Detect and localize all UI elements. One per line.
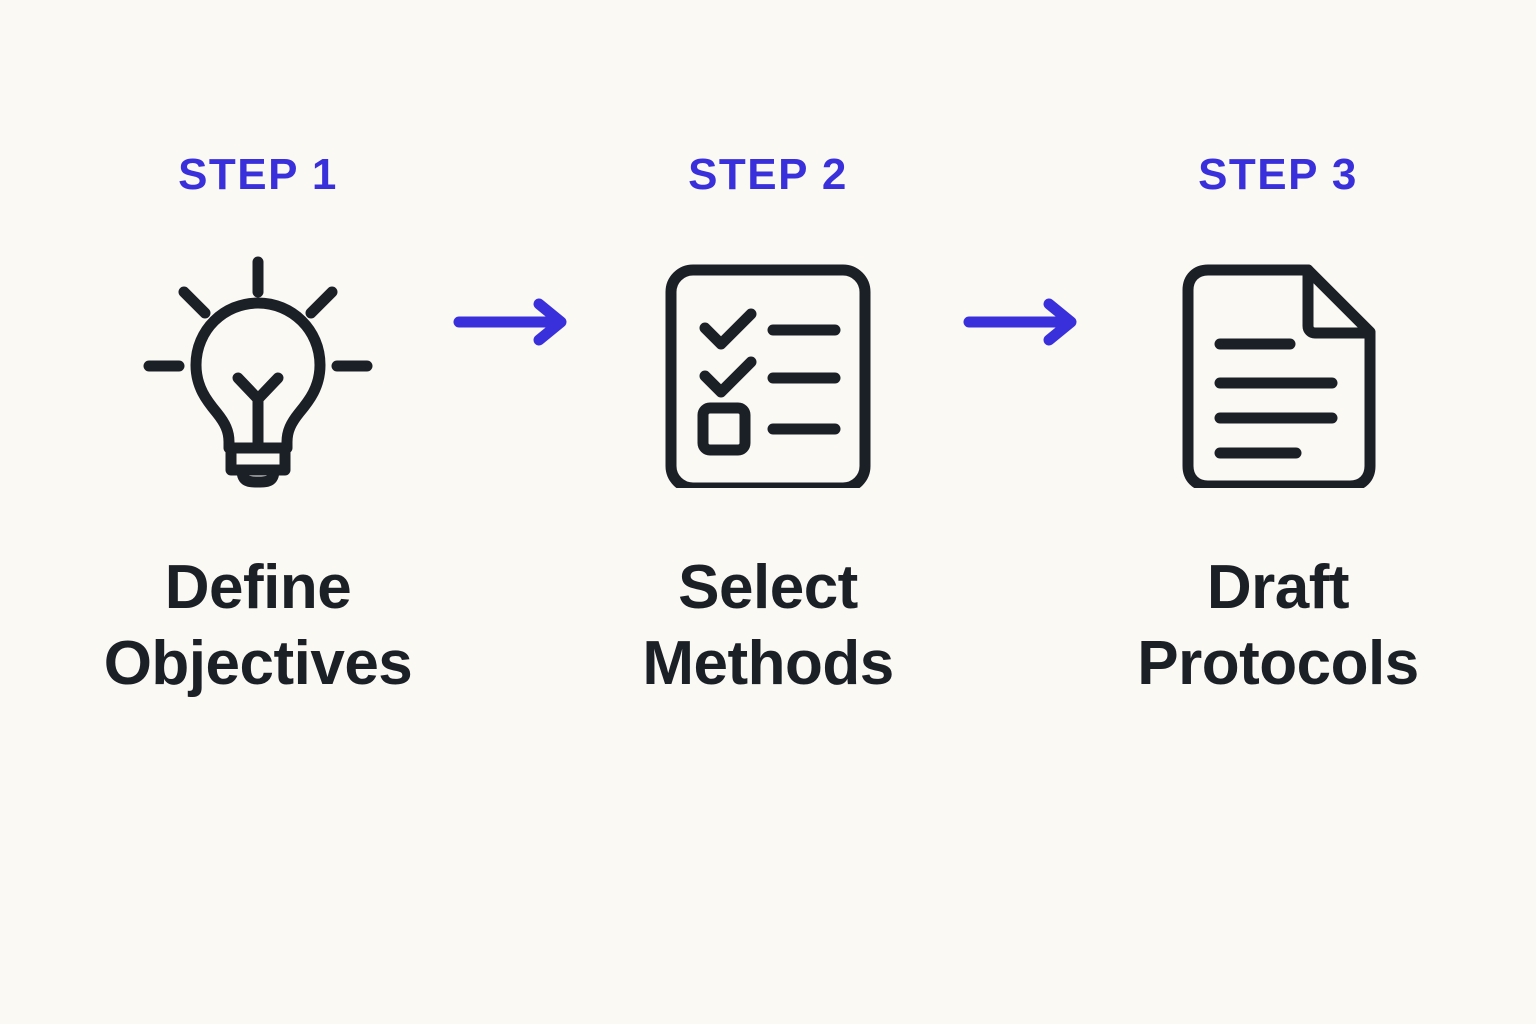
step-eyebrow-3: STEP 3 xyxy=(1198,150,1358,199)
document-icon xyxy=(1158,252,1398,492)
step-card-1[interactable]: STEP 1 xyxy=(78,150,438,701)
step-label-3: Draft Protocols xyxy=(1137,553,1419,698)
steps-row: STEP 1 xyxy=(0,150,1536,701)
step-label-1: Define Objectives xyxy=(103,553,413,698)
checklist-icon xyxy=(648,252,888,492)
lightbulb-icon xyxy=(138,252,378,492)
step-eyebrow-2: STEP 2 xyxy=(688,150,848,199)
connector-arrow-2 xyxy=(948,150,1098,494)
step-label-2: Select Methods xyxy=(642,553,894,698)
step-card-3[interactable]: STEP 3 Draft Protocols xyxy=(1098,150,1458,701)
connector-arrow-1 xyxy=(438,150,588,494)
arrow-right-icon xyxy=(453,298,567,346)
step-card-2[interactable]: STEP 2 Sel xyxy=(588,150,948,701)
arrow-right-icon xyxy=(963,298,1077,346)
step-eyebrow-1: STEP 1 xyxy=(178,150,338,199)
